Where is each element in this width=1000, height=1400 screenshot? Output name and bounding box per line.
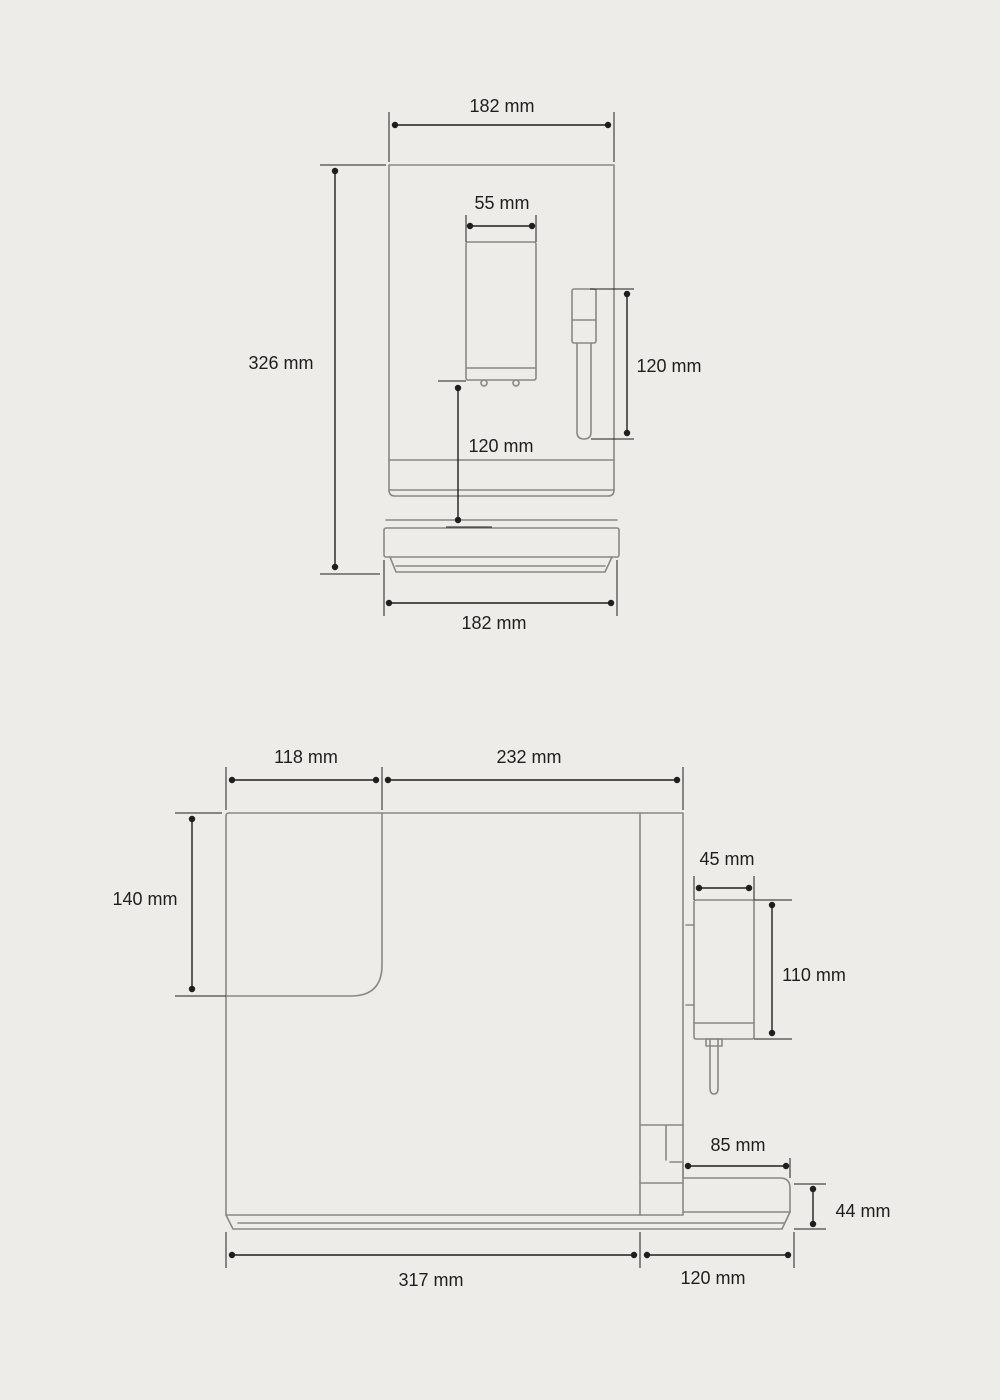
- dim-label: 120 mm: [636, 356, 701, 376]
- dim-side-tray-extension: 85 mm: [684, 1135, 791, 1178]
- dim-front-height: 326 mm: [248, 164, 386, 575]
- dim-front-cup-clearance: 120 mm: [438, 380, 534, 528]
- dim-side-spout-depth: 45 mm: [693, 849, 755, 900]
- dim-label: 232 mm: [496, 747, 561, 767]
- dim-side-tray-height: 44 mm: [794, 1183, 891, 1230]
- dim-label: 120 mm: [680, 1268, 745, 1288]
- dim-label: 110 mm: [782, 965, 846, 985]
- dim-side-base-depth: 317 mm: [225, 1232, 641, 1290]
- dim-label: 44 mm: [835, 1201, 890, 1221]
- dim-front-wand-height: 120 mm: [590, 288, 702, 440]
- dim-side-tank-depth: 118 mm: [225, 747, 383, 810]
- dim-label: 182 mm: [461, 613, 526, 633]
- dim-label: 120 mm: [468, 436, 533, 456]
- side-view-outline: [225, 812, 791, 1230]
- dim-label: 140 mm: [112, 889, 177, 909]
- dim-side-front-depth: 120 mm: [643, 1232, 795, 1288]
- dim-label: 326 mm: [248, 353, 313, 373]
- dim-side-body-depth: 232 mm: [384, 747, 684, 810]
- dim-side-tank-height: 140 mm: [112, 812, 226, 997]
- front-view-outline: [383, 164, 620, 573]
- dim-label: 45 mm: [699, 849, 754, 869]
- side-view: 118 mm 232 mm 140 mm 45 mm: [112, 747, 890, 1290]
- dim-label: 55 mm: [474, 193, 529, 213]
- dim-label: 317 mm: [398, 1270, 463, 1290]
- dim-label: 118 mm: [274, 747, 338, 767]
- front-view: 182 mm 326 mm 55 mm 120 mm: [248, 96, 701, 633]
- dim-label: 182 mm: [469, 96, 534, 116]
- dim-label: 85 mm: [710, 1135, 765, 1155]
- dim-front-top-width: 182 mm: [388, 96, 615, 162]
- dim-front-base-width: 182 mm: [383, 560, 618, 633]
- dim-front-spout-width: 55 mm: [465, 193, 537, 242]
- dim-side-spout-height: 110 mm: [754, 899, 846, 1040]
